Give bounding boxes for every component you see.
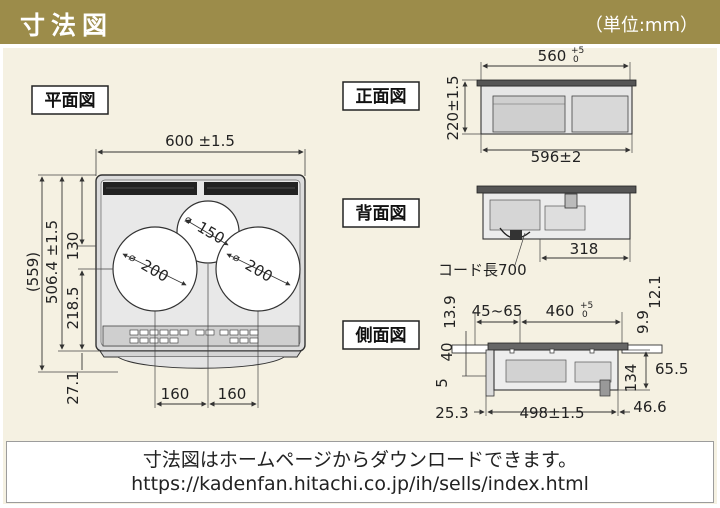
unit-label: （単位:mm） bbox=[584, 15, 698, 36]
side-left-40: 40 bbox=[438, 342, 456, 361]
svg-text:0: 0 bbox=[582, 310, 588, 320]
depth-label: 506.4 ±1.5 bbox=[43, 220, 61, 304]
back-offset-label: 318 bbox=[570, 240, 599, 258]
svg-text:正面図: 正面図 bbox=[356, 87, 407, 107]
front-height-label: 220±1.5 bbox=[444, 75, 462, 140]
plan-view: 600 ±1.5 150 200 200 ⌀ ⌀ ⌀ bbox=[24, 132, 306, 408]
note-line-1: 寸法図はホームページからダウンロードできます。 bbox=[142, 449, 578, 471]
svg-text:0: 0 bbox=[573, 55, 579, 65]
side-bottom-left: 25.3 bbox=[435, 404, 468, 422]
side-range-label: 45~65 bbox=[472, 302, 523, 320]
download-note: 寸法図はホームページからダウンロードできます。 https://kadenfan… bbox=[6, 441, 714, 503]
side-bottom-width: 498±1.5 bbox=[519, 404, 584, 422]
side-width-label: 460 bbox=[546, 302, 575, 320]
left-spacing-label: 160 bbox=[161, 385, 190, 403]
side-view-label: 側面図 bbox=[342, 320, 420, 350]
right-spacing-label: 160 bbox=[218, 385, 247, 403]
svg-text:+5: +5 bbox=[580, 301, 593, 311]
overall-depth-label: (559) bbox=[24, 252, 42, 292]
side-bottom-right: 46.6 bbox=[633, 398, 666, 416]
side-depth-65-5: 65.5 bbox=[655, 360, 688, 378]
front-view: 560 +5 0 220±1.5 596±2 bbox=[444, 46, 637, 166]
side-right-mid: 9.9 bbox=[634, 310, 652, 334]
page-title: 寸法図 bbox=[20, 11, 114, 40]
side-left-5: 5 bbox=[433, 378, 451, 388]
plan-width-label: 600 ±1.5 bbox=[165, 132, 235, 150]
back-view-label: 背面図 bbox=[342, 198, 420, 228]
svg-text:背面図: 背面図 bbox=[356, 203, 407, 224]
side-depth-134: 134 bbox=[622, 364, 640, 393]
front-width-label: 596±2 bbox=[531, 148, 582, 166]
svg-text:平面図: 平面図 bbox=[45, 91, 96, 111]
front-top-width: 560 bbox=[538, 47, 567, 65]
burner-offset-label: 218.5 bbox=[64, 287, 82, 330]
cord-length-label: コード長700 bbox=[438, 261, 527, 279]
front-protrusion-label: 27.1 bbox=[64, 371, 82, 404]
side-view: 45~65 460 +5 0 13.9 12.1 9.9 40 5 bbox=[433, 275, 688, 422]
svg-text:+5: +5 bbox=[571, 46, 584, 56]
plan-view-label: 平面図 bbox=[31, 85, 109, 115]
download-url[interactable]: https://kadenfan.hitachi.co.jp/ih/sells/… bbox=[131, 473, 589, 495]
rear-offset-label: 130 bbox=[64, 232, 82, 261]
side-top-gap: 13.9 bbox=[441, 295, 459, 328]
svg-text:側面図: 側面図 bbox=[355, 325, 407, 346]
back-view: コード長700 318 bbox=[438, 185, 637, 279]
front-view-label: 正面図 bbox=[342, 81, 420, 111]
header-bar: 寸法図 （単位:mm） bbox=[0, 0, 720, 44]
side-right-top: 12.1 bbox=[646, 275, 664, 308]
